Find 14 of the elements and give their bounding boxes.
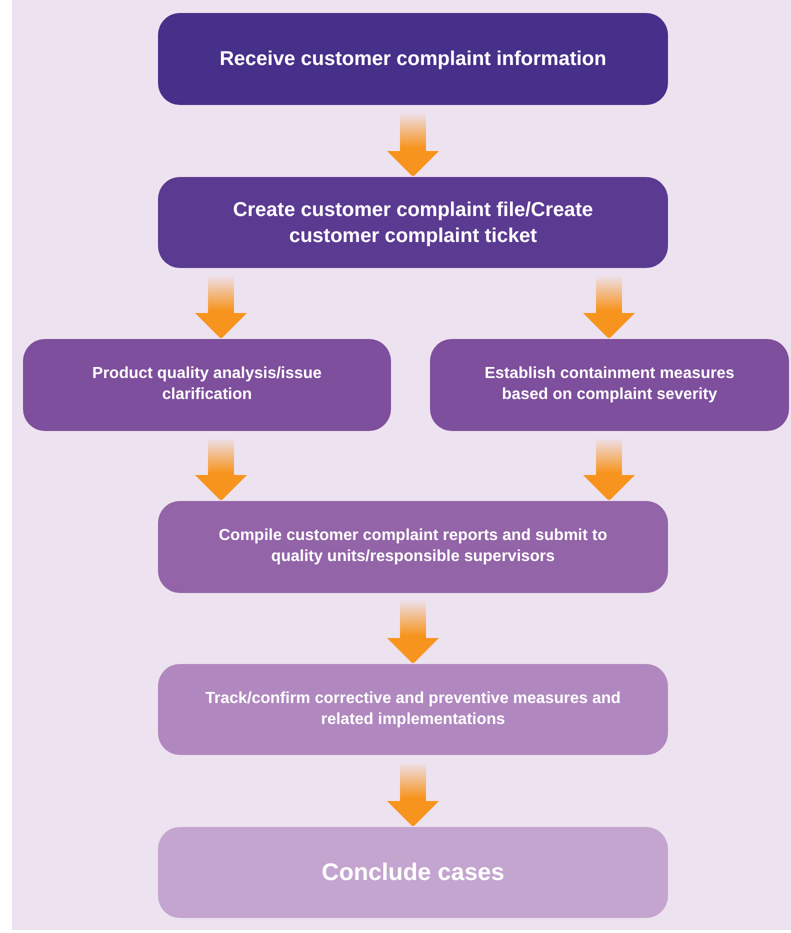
step-label: Create customer complaint file/Create customer complaint ticket [232,198,594,248]
step-label: Conclude cases [322,858,504,888]
step-label: Receive customer complaint information [220,47,606,72]
step-label: Track/confirm corrective and preventive measures and related implementations [204,688,622,730]
step-label: Establish containment measures based on complaint severity [484,364,736,405]
process-box [158,177,668,268]
step-label: Product quality analysis/issue clarification [91,364,323,405]
process-box [430,339,789,431]
process-box [158,13,668,105]
process-box [158,501,668,593]
process-box [158,664,668,755]
step-label: Compile customer complaint reports and submit to quality units/responsible supervisors [218,526,608,567]
process-box [158,827,668,918]
process-box [23,339,391,431]
